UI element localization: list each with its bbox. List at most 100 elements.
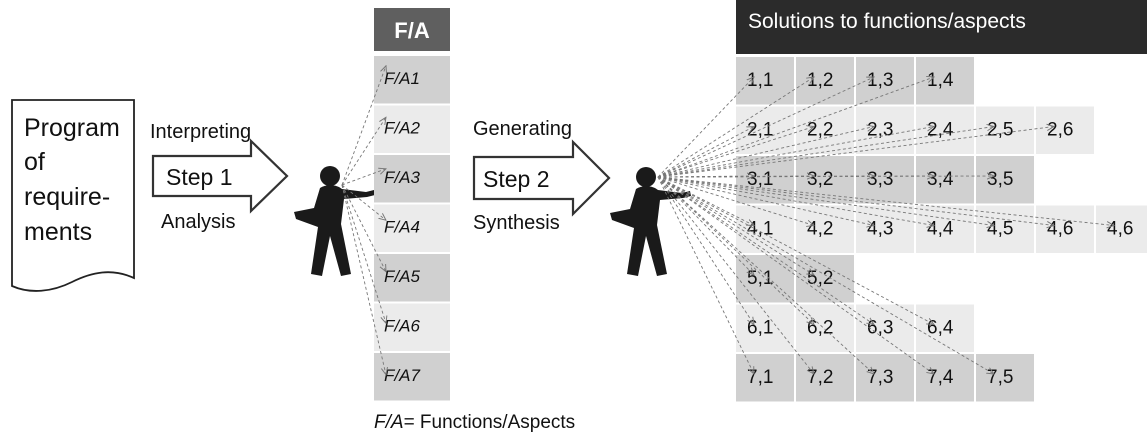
solution-connector-arrow	[657, 127, 934, 178]
fa-item: F/A7	[384, 366, 420, 385]
solution-cell	[856, 304, 914, 352]
solution-connector-arrow	[657, 176, 874, 374]
fa-item: F/A1	[384, 69, 420, 88]
solution-label: 4,4	[927, 219, 954, 240]
solution-label: 4,1	[747, 219, 773, 240]
solution-connector-arrow	[657, 176, 754, 374]
designer-figure-1	[294, 166, 375, 276]
solution-connector-arrow	[657, 176, 934, 374]
step1-arrow	[151, 138, 289, 214]
solution-label: 3,2	[807, 169, 833, 190]
step1-top-label: Interpreting	[150, 121, 251, 143]
document-shape	[11, 99, 135, 292]
fa-cell	[374, 204, 450, 252]
solution-label: 2,6	[1047, 120, 1073, 141]
fa-connector-arrow	[341, 184, 386, 375]
solution-cell	[736, 57, 794, 105]
solution-connector-arrow	[657, 176, 994, 177]
solution-cell	[916, 156, 974, 204]
solution-cell	[1036, 106, 1094, 154]
designer-figure-2	[610, 167, 691, 276]
solution-connector-arrow	[657, 127, 1054, 178]
fa-header-bg	[374, 8, 450, 51]
solution-label: 3,1	[747, 169, 773, 190]
solution-cell	[976, 205, 1034, 253]
solution-connector-arrow	[657, 176, 994, 226]
solution-label: 4,5	[987, 219, 1013, 240]
fa-item: F/A6	[384, 317, 420, 336]
fa-connector-arrow	[341, 117, 386, 186]
fa-cell	[374, 254, 450, 302]
solution-cell	[796, 304, 854, 352]
solution-cell	[736, 106, 794, 154]
solution-cell	[796, 106, 854, 154]
step2-arrow	[472, 139, 611, 217]
solution-connector-arrow	[657, 77, 754, 178]
solution-cell	[856, 156, 914, 204]
solution-connector-arrow	[657, 127, 874, 178]
solution-label: 1,4	[927, 70, 954, 91]
solutions-header-group: Solutions to functions/aspects	[736, 0, 1147, 54]
step2-label: Step 2	[483, 166, 550, 192]
solution-cell	[736, 255, 794, 303]
step1-group: Interpreting Step 1 Analysis	[150, 121, 289, 233]
fa-column: F/A F/A1F/A2F/A3F/A4F/A5F/A6F/A7	[374, 8, 450, 401]
document-line-2: of	[24, 148, 45, 176]
fa-item: F/A5	[384, 267, 420, 286]
step2-top-label: Generating	[473, 118, 572, 140]
solution-label: 7,3	[867, 367, 893, 388]
fa-cell	[374, 155, 450, 203]
solution-connector-arrow	[657, 77, 874, 178]
solution-connector-arrow	[657, 77, 814, 178]
solution-label: 3,5	[987, 169, 1013, 190]
solution-cell	[736, 205, 794, 253]
solution-connector-arrow	[657, 127, 754, 178]
fa-connector-arrow	[341, 169, 386, 186]
solution-label: 4,3	[867, 219, 893, 240]
fa-item: F/A2	[384, 119, 420, 138]
solution-connector-arrow	[657, 176, 1054, 226]
solution-label: 6,2	[807, 318, 833, 339]
fa-item: F/A4	[384, 218, 420, 237]
solution-connector-arrow	[657, 176, 814, 374]
solution-cell	[976, 156, 1034, 204]
fa-connector-arrow	[341, 184, 386, 323]
solution-label: 2,2	[807, 120, 833, 141]
fa-header: F/A	[394, 18, 430, 43]
solution-connector-arrow	[657, 127, 994, 178]
solution-cell	[796, 205, 854, 253]
solution-cell	[856, 354, 914, 402]
solution-connector-arrow	[657, 176, 994, 374]
solution-cell	[916, 354, 974, 402]
solution-cell	[796, 156, 854, 204]
solution-cell	[736, 354, 794, 402]
solution-label: 6,4	[927, 318, 954, 339]
fa-item: F/A3	[384, 168, 420, 187]
solution-cell	[796, 354, 854, 402]
solution-label: 1,3	[867, 70, 893, 91]
solution-cell	[916, 106, 974, 154]
fa-cell	[374, 303, 450, 351]
solution-label: 4,6	[1107, 219, 1133, 240]
solution-label: 1,1	[747, 70, 773, 91]
designer-2-head	[636, 167, 656, 187]
requirements-document: Program of require- ments	[11, 99, 135, 292]
solution-label: 7,1	[747, 367, 773, 388]
solution-label: 1,2	[807, 70, 833, 91]
legend-abbr: F/A	[374, 412, 404, 433]
document-line-4: ments	[24, 218, 92, 246]
fa-connector-arrow	[341, 66, 386, 186]
document-line-3: require-	[24, 183, 110, 211]
solution-cell	[796, 57, 854, 105]
fa-cell	[374, 353, 450, 401]
solution-label: 2,4	[927, 120, 954, 141]
solution-cell	[916, 304, 974, 352]
solutions-header-bg	[736, 0, 1147, 54]
solution-connector-arrow	[657, 176, 1114, 226]
solution-label: 2,3	[867, 120, 893, 141]
solution-connector-arrow	[657, 77, 934, 178]
connector-arrows	[341, 66, 1114, 375]
solution-label: 7,4	[927, 367, 954, 388]
solution-connector-arrow	[657, 176, 934, 226]
